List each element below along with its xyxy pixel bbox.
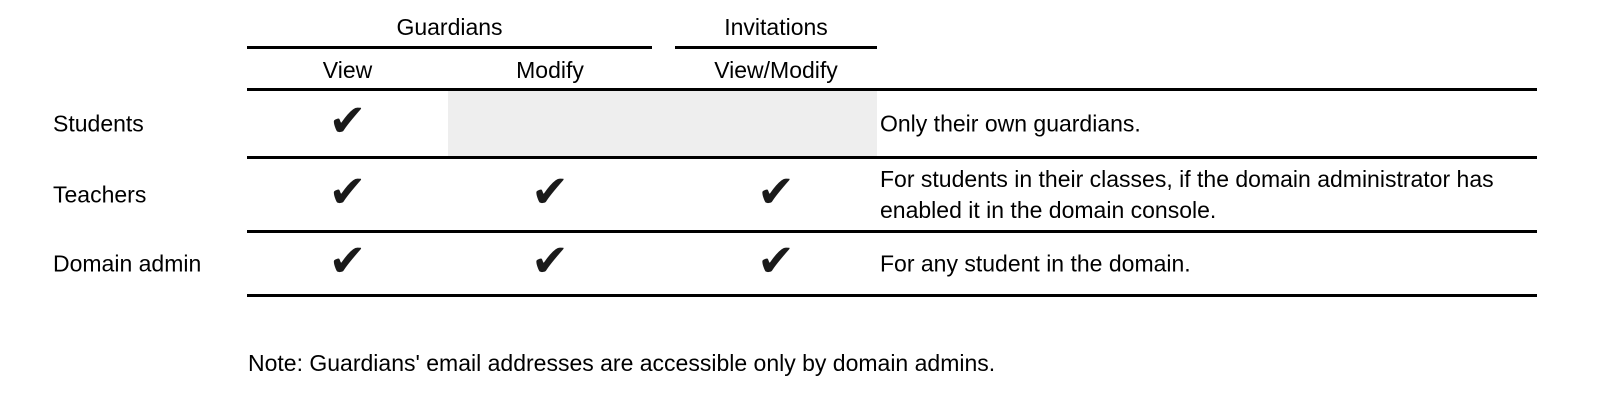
- check-icon: ✔: [328, 94, 367, 147]
- students-view-cell: ✔: [247, 91, 448, 156]
- check-icon: ✔: [757, 165, 795, 218]
- row-label-teachers: Teachers: [53, 181, 147, 207]
- header-divider: [247, 88, 1537, 91]
- check-icon: ✔: [328, 234, 367, 287]
- students-disabled-cell: [448, 91, 877, 156]
- row-divider: [247, 230, 1537, 233]
- table-row-domain-admin: Domain admin ✔ ✔ ✔ For any student in th…: [0, 233, 1600, 294]
- column-header-modify: Modify: [516, 57, 584, 83]
- teachers-view-cell: ✔: [247, 159, 448, 230]
- table-row-students: Students ✔ Only their own guardians.: [0, 91, 1600, 156]
- students-note: Only their own guardians.: [880, 110, 1141, 136]
- domain-admin-note: For any student in the domain.: [880, 250, 1191, 276]
- domain-admin-view-modify-cell: ✔: [675, 233, 877, 294]
- domain-admin-view-cell: ✔: [247, 233, 448, 294]
- column-header-view: View: [322, 57, 373, 83]
- check-icon: ✔: [328, 165, 367, 218]
- group-header-invitations: Invitations: [724, 14, 828, 40]
- group-header-guardians: Guardians: [396, 14, 503, 40]
- check-icon: ✔: [757, 234, 795, 287]
- table-bottom-divider: [247, 294, 1537, 297]
- teachers-note: For students in their classes, if the do…: [880, 165, 1494, 223]
- teachers-view-modify-cell: ✔: [675, 159, 877, 230]
- invitations-underline: [675, 46, 877, 49]
- row-divider: [247, 156, 1537, 159]
- table-row-teachers: Teachers ✔ ✔ ✔ For students in their cla…: [0, 159, 1600, 230]
- domain-admin-modify-cell: ✔: [448, 233, 652, 294]
- footnote: Note: Guardians' email addresses are acc…: [248, 350, 996, 376]
- check-icon: ✔: [531, 234, 569, 287]
- row-label-students: Students: [53, 110, 144, 136]
- row-label-domain-admin: Domain admin: [53, 250, 202, 276]
- check-icon: ✔: [531, 165, 569, 218]
- guardians-underline: [247, 46, 652, 49]
- column-header-view-modify: View/Modify: [714, 57, 838, 83]
- teachers-modify-cell: ✔: [448, 159, 652, 230]
